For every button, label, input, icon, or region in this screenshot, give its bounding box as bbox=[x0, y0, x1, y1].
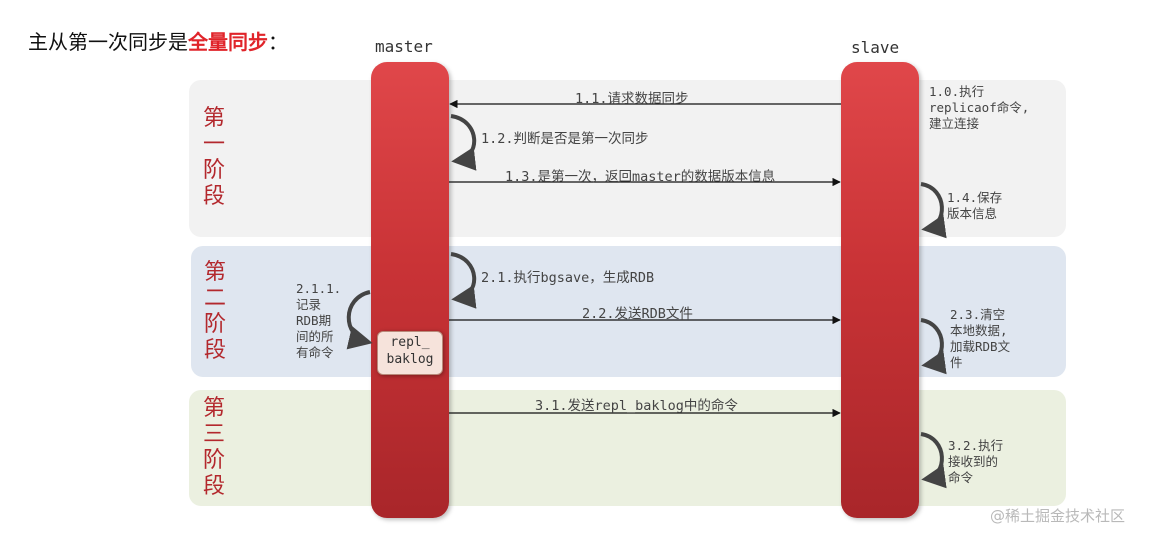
loop-3-2-icon bbox=[920, 432, 947, 489]
master-label: master bbox=[375, 37, 433, 56]
phase-1-label: 第一阶段 bbox=[202, 106, 225, 209]
loop-1-4-icon bbox=[920, 182, 947, 239]
title-suffix: ： bbox=[268, 30, 288, 54]
title-emphasis: 全量同步 bbox=[188, 30, 268, 54]
message-1-2: 1.2.判断是否是第一次同步 bbox=[481, 131, 649, 147]
phase-3-label: 第三阶段 bbox=[202, 396, 225, 499]
slave-lifeline bbox=[841, 62, 919, 518]
note-1-4: 1.4.保存版本信息 bbox=[947, 190, 1003, 221]
phase-1-panel bbox=[189, 80, 1066, 237]
phase-2-panel bbox=[191, 246, 1066, 377]
repl-baklog-box: repl_baklog bbox=[377, 331, 443, 375]
message-2-2: 2.2.发送RDB文件 bbox=[582, 306, 693, 322]
loop-2-1-icon bbox=[450, 252, 477, 309]
phase-3-panel bbox=[189, 390, 1066, 506]
note-2-3: 2.3.清空本地数据,加载RDB文件 bbox=[950, 307, 1011, 370]
master-lifeline bbox=[371, 62, 449, 518]
loop-1-2-icon bbox=[450, 114, 477, 171]
message-1-1: 1.1.请求数据同步 bbox=[575, 91, 689, 107]
page-title: 主从第一次同步是全量同步： bbox=[28, 26, 288, 55]
loop-2-1-1-icon bbox=[346, 290, 373, 350]
loop-2-3-icon bbox=[920, 318, 947, 375]
phase-2-label: 第二阶段 bbox=[203, 260, 226, 363]
message-3-1: 3.1.发送repl_baklog中的命令 bbox=[535, 398, 738, 414]
note-3-2: 3.2.执行接收到的命令 bbox=[948, 438, 1004, 485]
slave-label: slave bbox=[851, 38, 900, 57]
watermark: @稀土掘金技术社区 bbox=[990, 507, 1126, 525]
title-prefix: 主从第一次同步是 bbox=[28, 30, 188, 54]
message-2-1: 2.1.执行bgsave，生成RDB bbox=[481, 270, 655, 286]
message-1-3: 1.3.是第一次，返回master的数据版本信息 bbox=[505, 169, 776, 185]
